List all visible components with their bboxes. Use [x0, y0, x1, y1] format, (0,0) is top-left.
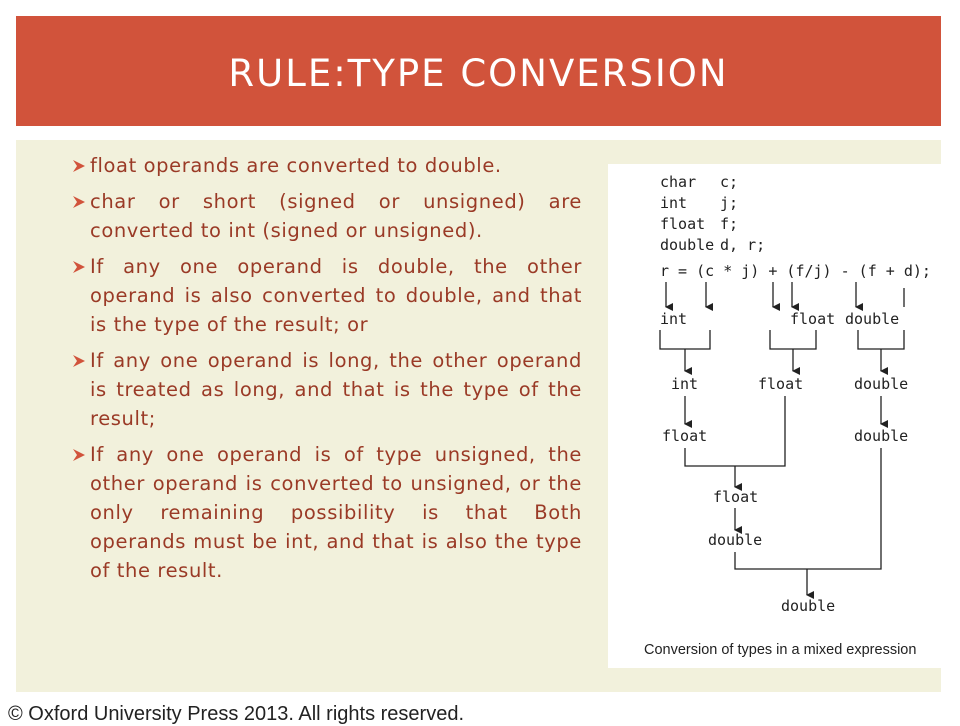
- decl-vars: d, r;: [720, 236, 765, 254]
- bullet-text: char or short (signed or unsigned) are c…: [90, 190, 582, 242]
- decl-vars: c;: [720, 173, 738, 191]
- expression: r = (c * j) + (f/j) - (f + d);: [660, 262, 931, 280]
- title-bar: RULE:TYPE CONVERSION: [16, 16, 941, 126]
- arrow-bullet-icon: [73, 160, 85, 172]
- slide-title: RULE:TYPE CONVERSION: [228, 52, 729, 95]
- bullet-text: float operands are converted to double.: [90, 154, 502, 177]
- bullet-item: If any one operand is double, the other …: [72, 252, 582, 339]
- level5-label: double: [708, 531, 762, 549]
- bullet-text: If any one operand is of type unsigned, …: [90, 443, 582, 582]
- result-label: double: [781, 597, 835, 615]
- decl-vars: j;: [720, 194, 738, 212]
- arrow-bullet-icon: [73, 261, 85, 273]
- level2-label: int: [671, 375, 698, 393]
- copyright-notice: © Oxford University Press 2013. All righ…: [8, 703, 465, 725]
- decl-type: double: [660, 236, 714, 254]
- bullet-text: If any one operand is double, the other …: [90, 255, 582, 336]
- decl-type: float: [660, 215, 705, 233]
- level1-label: float: [790, 310, 835, 328]
- bullet-item: If any one operand is long, the other op…: [72, 346, 582, 433]
- bullet-item: char or short (signed or unsigned) are c…: [72, 187, 582, 245]
- arrow-bullet-icon: [73, 196, 85, 208]
- figure-caption: Conversion of types in a mixed expressio…: [644, 642, 916, 658]
- bullet-item: If any one operand is of type unsigned, …: [72, 440, 582, 585]
- arrow-bullet-icon: [73, 355, 85, 367]
- level3-label: double: [854, 427, 908, 445]
- level2-label: float: [758, 375, 803, 393]
- level2-label: double: [854, 375, 908, 393]
- decl-vars: f;: [720, 215, 738, 233]
- diagram-canvas: char c; int j; float f; double d, r; r =…: [644, 173, 931, 658]
- arrow-bullet-icon: [73, 449, 85, 461]
- type-conversion-diagram: char c; int j; float f; double d, r; r =…: [608, 164, 953, 668]
- level1-label: double: [845, 310, 899, 328]
- bullet-list: float operands are converted to double. …: [72, 151, 582, 592]
- level3-label: float: [662, 427, 707, 445]
- level4-label: float: [713, 488, 758, 506]
- decl-type: int: [660, 194, 687, 212]
- bullet-item: float operands are converted to double.: [72, 151, 582, 180]
- bullet-text: If any one operand is long, the other op…: [90, 349, 582, 430]
- level1-label: int: [660, 310, 687, 328]
- decl-type: char: [660, 173, 696, 191]
